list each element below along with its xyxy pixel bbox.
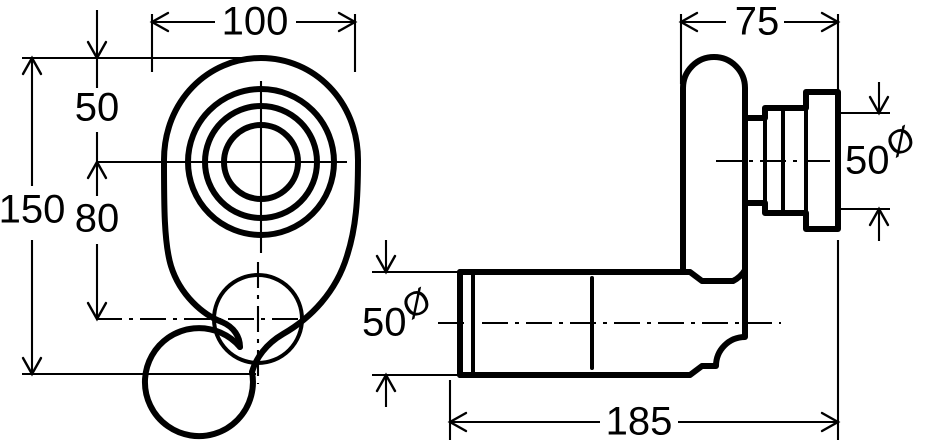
front-view-body-outline	[161, 55, 361, 375]
dim-label-150: 150	[0, 188, 65, 232]
dim-label-dia50-left: 50	[362, 301, 407, 345]
arrow-75-left-icon	[678, 11, 699, 33]
arrow-150-top-icon	[21, 55, 43, 76]
arrow-100-right-icon	[337, 11, 358, 33]
arrow-150-bottom-icon	[21, 356, 43, 377]
side-view: 75 50 Ø 50 Ø 185	[362, 0, 921, 444]
arrow-dia50r-up-icon	[868, 206, 890, 227]
dim-label-100: 100	[222, 0, 289, 44]
arrow-75-right-icon	[820, 11, 841, 33]
side-view-horizontal-pipe-bottom	[457, 267, 748, 378]
arrow-dia50l-down-icon	[375, 254, 397, 275]
dim-label-80: 80	[75, 197, 120, 241]
dim-label-185: 185	[606, 400, 673, 444]
arrow-dia50r-down-icon	[868, 95, 890, 116]
front-view-lower-outer-circle	[142, 325, 256, 440]
arrow-185-right-icon	[820, 411, 841, 433]
arrow-100-left-icon	[149, 11, 170, 33]
dim-label-50: 50	[75, 86, 120, 130]
side-view-horizontal-pipe-top	[457, 267, 748, 284]
arrow-dia50l-up-icon	[375, 372, 397, 393]
arrow-185-left-icon	[447, 411, 468, 433]
side-view-vertical-body	[680, 54, 748, 273]
arrow-80-bottom-icon	[86, 301, 108, 322]
front-view: 100 150 50 80	[0, 0, 361, 440]
dim-label-75: 75	[735, 0, 780, 44]
dim-label-dia50-right: 50	[845, 139, 890, 183]
